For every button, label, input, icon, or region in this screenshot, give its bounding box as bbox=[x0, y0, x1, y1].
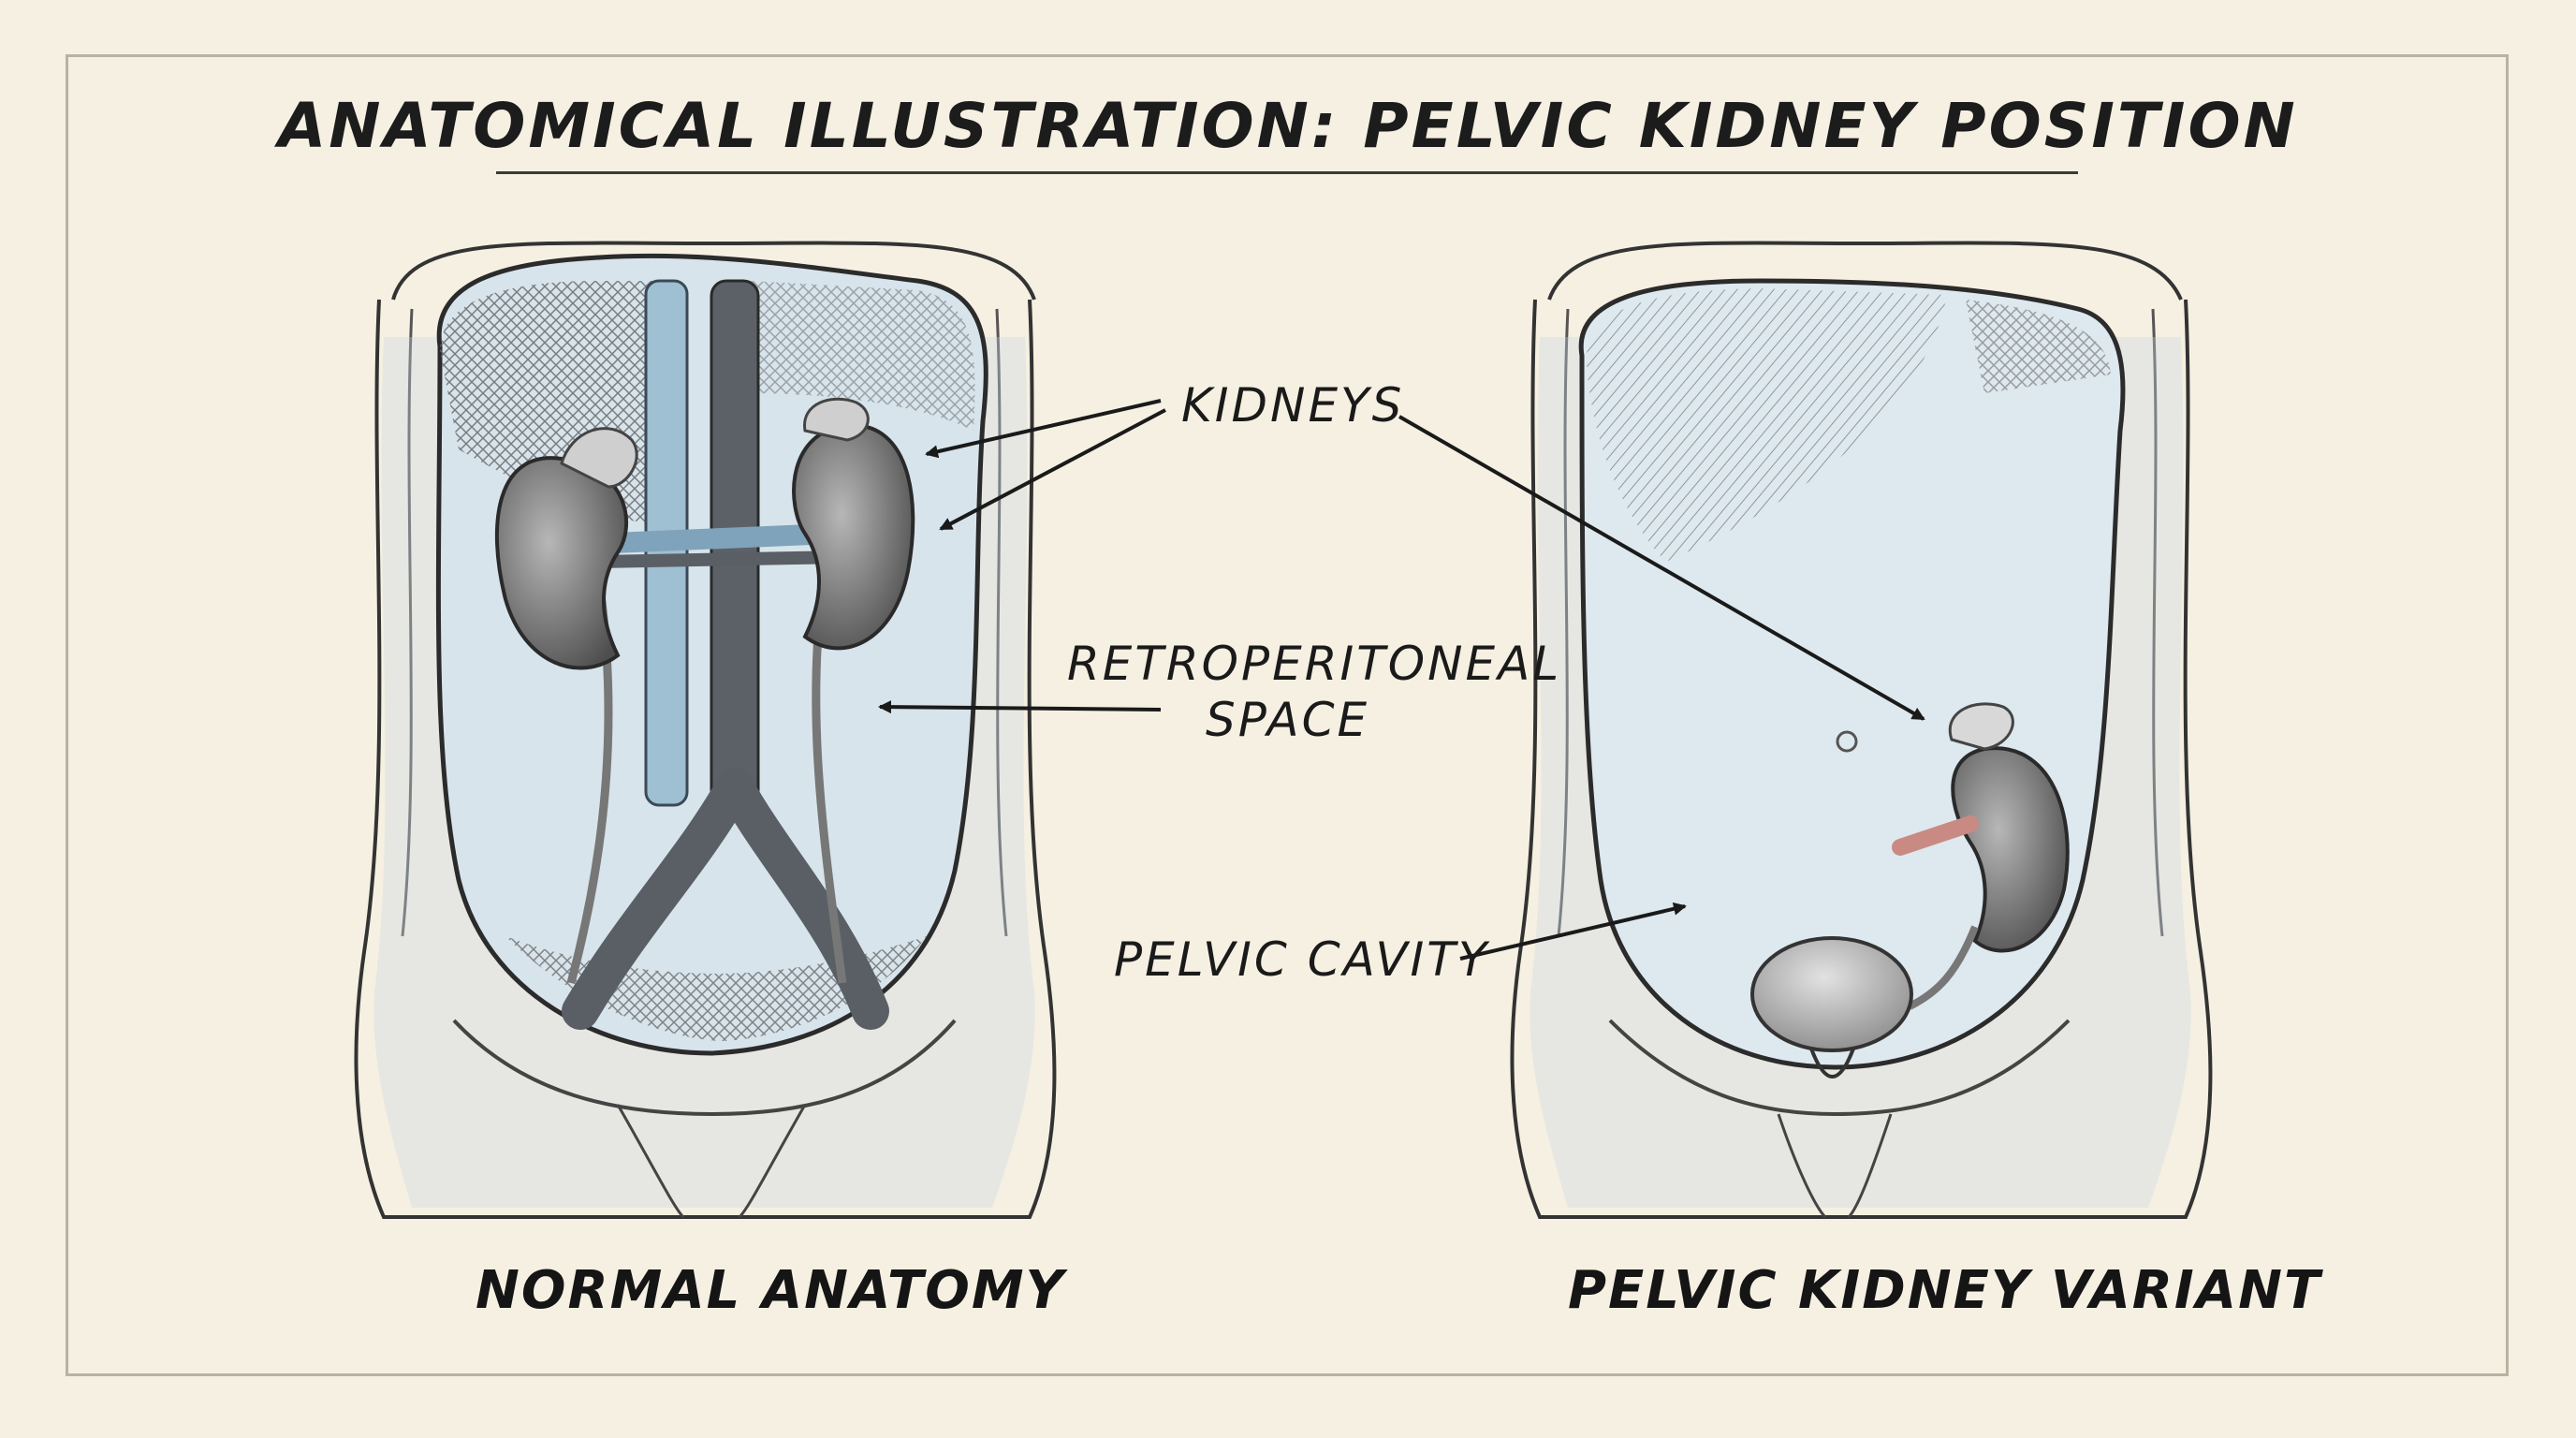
caption-pelvic-kidney-variant: PELVIC KIDNEY VARIANT bbox=[1568, 1260, 2322, 1321]
arrow-retroperitoneal-space bbox=[878, 700, 1162, 714]
arrow-kidneys-to-right-kidney bbox=[939, 408, 1166, 531]
normal-anatomy-figure bbox=[354, 241, 1057, 1219]
bladder bbox=[1750, 936, 1913, 1052]
arrow-kidneys-to-left-kidney bbox=[925, 399, 1162, 459]
title-underline bbox=[496, 171, 2078, 174]
label-retroperitoneal-line2: SPACE bbox=[1206, 693, 1370, 747]
label-kidneys: KIDNEYS bbox=[1181, 378, 1405, 433]
label-arrows bbox=[878, 399, 1925, 961]
arrow-pelvic-cavity bbox=[1459, 902, 1687, 961]
right-kidney-normal bbox=[792, 423, 915, 651]
arrow-kidneys-to-pelvic-kidney bbox=[1398, 415, 1925, 721]
label-pelvic-cavity: PELVIC CAVITY bbox=[1114, 932, 1490, 987]
pelvic-kidney-figure bbox=[1510, 241, 2213, 1219]
page-border bbox=[66, 54, 2509, 1376]
right-torso-outline bbox=[1510, 299, 2213, 1219]
left-kidney-normal bbox=[494, 456, 629, 670]
label-retroperitoneal-line1: RETROPERITONEAL bbox=[1067, 637, 1562, 691]
left-torso-outline bbox=[354, 299, 1057, 1219]
caption-normal-anatomy: NORMAL ANATOMY bbox=[476, 1260, 1066, 1321]
page-title: ANATOMICAL ILLUSTRATION: PELVIC KIDNEY P… bbox=[278, 90, 2298, 162]
pelvic-kidney bbox=[1951, 746, 2070, 953]
